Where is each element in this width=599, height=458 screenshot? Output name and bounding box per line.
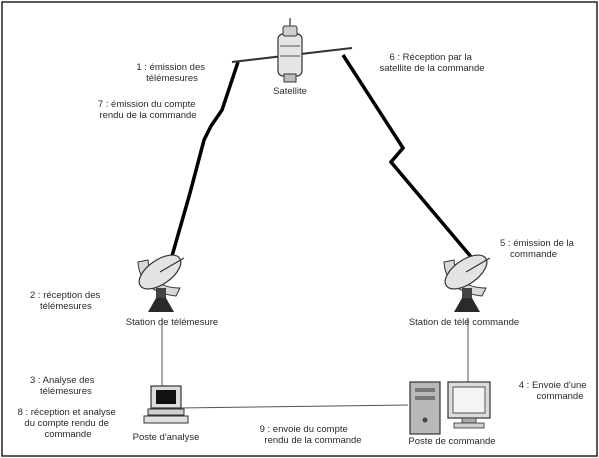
satellite-icon [231,18,353,83]
step-2-label: 2 : réception des télémesures [30,290,103,312]
uplink-bolt-right [341,54,474,260]
wired-links [161,318,469,409]
step-8-label: 8 : réception et analyse du compte rendu… [18,407,119,440]
node-label-station-telecommande: Station de télé commande [409,317,519,328]
node-label-station-telemesure: Station de télémesure [126,317,218,328]
computer-icon-analyse [143,385,189,424]
step-9-label: 9 : envoie du compte rendu de la command… [260,424,362,446]
node-label-poste-analyse: Poste d'analyse [133,432,200,443]
step-6-label: 6 : Réception par la satellite de la com… [379,52,484,74]
step-1-label: 1 : émission des télémesures [136,62,207,84]
step-5-label: 5 : émission de la commande [500,238,577,260]
computer-icon-commande [409,381,491,435]
step-3-label: 3 : Analyse des télémesures [30,375,97,397]
node-label-satellite: Satellite [273,86,307,97]
node-label-poste-commande: Poste de commande [408,436,495,447]
step-4-label: 4 : Envoie d'une commande [519,380,589,402]
uplink-bolt-left [170,61,240,257]
satellite-dish-icon-telecommande [443,254,491,312]
step-7-label: 7 : émission du compte rendu de la comma… [98,99,198,121]
satellite-dish-icon-telemesure [137,254,185,312]
